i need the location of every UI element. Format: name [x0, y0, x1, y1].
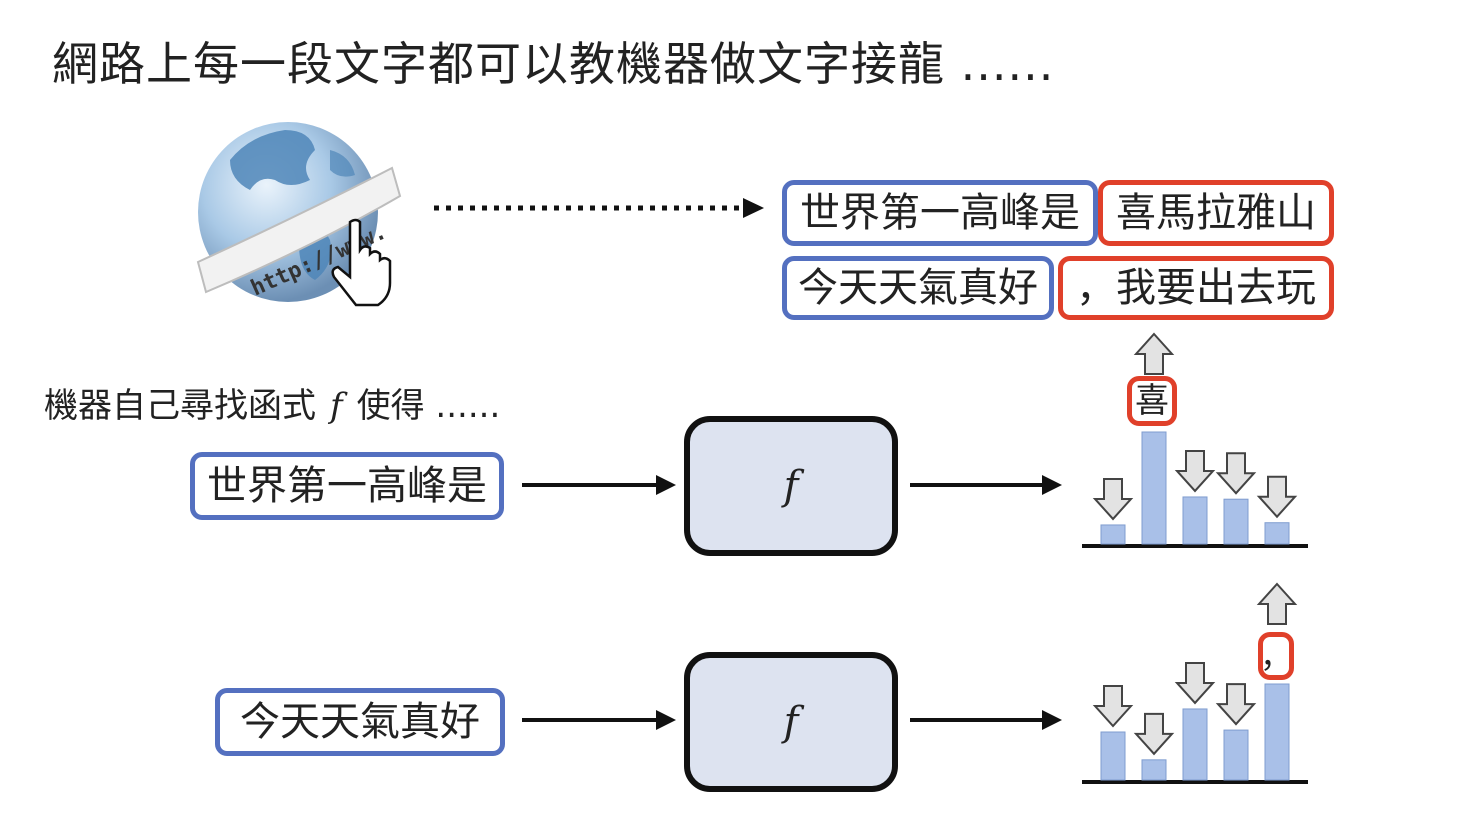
distribution-bar — [1264, 522, 1290, 545]
example-context-2: 今天天氣真好 — [782, 256, 1054, 320]
subtitle-function-symbol: f — [330, 386, 343, 426]
subtitle-prefix: 機器自己尋找函式 — [44, 386, 316, 426]
input-text-2: 今天天氣真好 — [215, 688, 505, 756]
distribution-bar — [1141, 431, 1167, 545]
distribution-bar — [1223, 729, 1249, 781]
subtitle-suffix: 使得 ...... — [356, 386, 501, 426]
subtitle: 機器自己尋找函式 f 使得 ...... — [44, 378, 500, 427]
output-distribution-2 — [1082, 582, 1308, 784]
probability-down-arrow — [1174, 661, 1216, 705]
distribution-bar — [1182, 496, 1208, 545]
distribution-bar — [1223, 498, 1249, 545]
example-continuation-2: ，我要出去玩 — [1058, 256, 1334, 320]
example-context-1: 世界第一高峰是 — [782, 180, 1098, 246]
probability-up-arrow — [1133, 332, 1175, 375]
distribution-bar — [1264, 683, 1290, 781]
probability-down-arrow — [1174, 449, 1216, 493]
output-distribution-1 — [1082, 332, 1308, 548]
input-text-1: 世界第一高峰是 — [190, 452, 504, 520]
probability-up-arrow — [1256, 582, 1298, 625]
probability-down-arrow — [1215, 683, 1257, 726]
dotted-arrow-head — [743, 198, 764, 218]
distribution-bar — [1100, 731, 1126, 781]
probability-down-arrow — [1256, 475, 1298, 519]
page-title: 網路上每一段文字都可以教機器做文字接龍 ...... — [52, 37, 1055, 91]
probability-down-arrow — [1133, 712, 1175, 756]
probability-down-arrow — [1215, 452, 1257, 495]
hand-cursor-icon — [331, 218, 392, 307]
output-token-2: ， — [1258, 632, 1294, 680]
example-continuation-1: 喜馬拉雅山 — [1098, 180, 1334, 246]
function-box-2: f — [684, 652, 898, 792]
probability-down-arrow — [1092, 685, 1134, 728]
globe-icon: http://www. — [196, 122, 402, 307]
function-box-1: f — [684, 416, 898, 556]
distribution-bar — [1182, 708, 1208, 781]
distribution-bar — [1141, 759, 1167, 781]
distribution-bar — [1100, 524, 1126, 545]
probability-down-arrow — [1092, 477, 1134, 521]
output-token-1: 喜 — [1127, 376, 1177, 426]
